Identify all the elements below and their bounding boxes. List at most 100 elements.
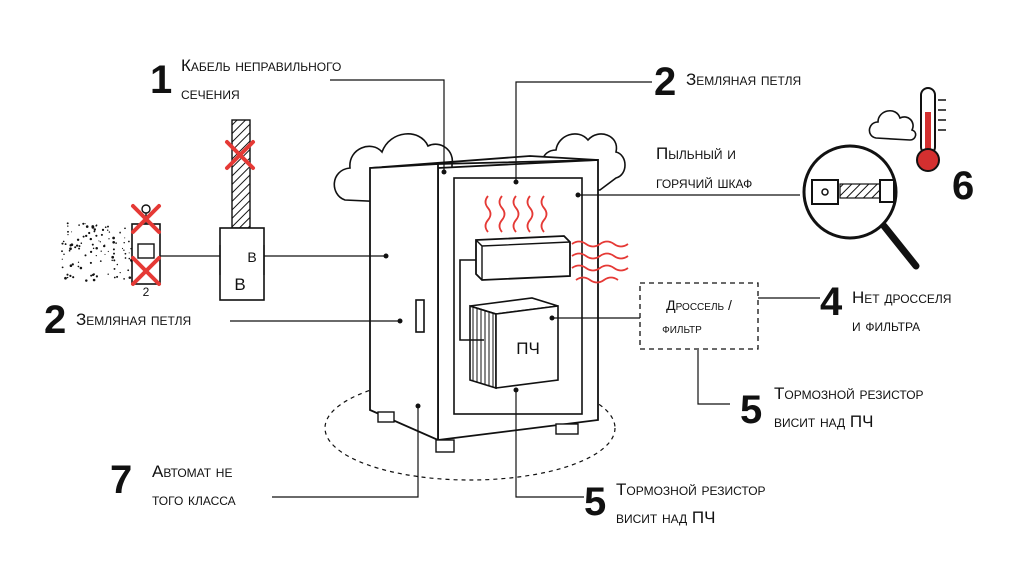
dust-dots xyxy=(61,222,133,282)
dust-dot xyxy=(123,241,125,244)
dust-dot xyxy=(127,269,130,272)
dust-dot xyxy=(78,247,81,250)
dust-dot xyxy=(112,248,115,251)
callout-5-right-number: 5 xyxy=(740,388,763,432)
dust-dot xyxy=(61,250,63,253)
leader-lines xyxy=(230,79,820,498)
dust-dot xyxy=(91,225,95,228)
dust-dot xyxy=(116,263,119,266)
frequency-converter xyxy=(469,297,559,390)
dust-dot xyxy=(76,238,80,242)
breaker-letter-upper: B xyxy=(247,249,256,265)
dust-dot xyxy=(93,228,97,231)
dust-dot xyxy=(108,238,110,240)
dust-dot xyxy=(88,231,91,235)
dust-dot xyxy=(111,255,115,259)
dust-dot xyxy=(68,249,71,252)
device-label: ПЧ xyxy=(516,339,540,358)
dust-dot xyxy=(80,242,83,244)
braking-resistor xyxy=(475,235,571,281)
breaker-letter-lower: B xyxy=(234,275,245,294)
dust-dot xyxy=(82,235,85,238)
callout-5-bottom-number: 5 xyxy=(584,480,607,524)
dust-dot xyxy=(91,273,95,277)
dust-dot xyxy=(113,276,116,279)
cabinet-door xyxy=(369,163,439,442)
cross-icon xyxy=(225,140,255,170)
cabinet-foot xyxy=(555,423,579,435)
callout-2-top-line1: Земляная петля xyxy=(686,70,802,89)
dust-dot xyxy=(63,253,65,255)
dust-dot xyxy=(121,247,124,250)
callout-5-right-line2: висит над ПЧ xyxy=(774,412,874,431)
dust-dot xyxy=(90,274,93,277)
connection-lines xyxy=(160,245,386,275)
callout-1-line2: сечения xyxy=(181,84,240,103)
power-cable xyxy=(231,119,251,229)
heat-waves-side xyxy=(571,240,629,284)
cabinet-foot xyxy=(377,411,395,423)
dusty-line1: Пыльный и xyxy=(656,144,736,163)
dust-dot xyxy=(104,244,106,246)
dust-dot xyxy=(71,231,73,233)
callout-4-number: 4 xyxy=(820,280,843,324)
thermometer-icon xyxy=(916,87,946,172)
callout-4-line2: и фильтра xyxy=(852,316,921,335)
dust-dot xyxy=(64,243,67,246)
dust-dot xyxy=(84,223,86,225)
dust-dot xyxy=(123,249,125,251)
dust-dot xyxy=(69,264,73,267)
dust-dot xyxy=(67,233,69,236)
callout-6-number: 6 xyxy=(952,164,975,208)
dust-dot xyxy=(70,243,74,247)
dust-dot xyxy=(101,228,105,232)
dusty-line2: горячий шкаф xyxy=(656,173,753,192)
dust-dot xyxy=(84,254,87,257)
cabinet-foot xyxy=(435,439,455,453)
callout-5-right-line1: Тормозной резистор xyxy=(774,384,924,403)
dust-dot xyxy=(95,255,97,257)
callout-2-top-number: 2 xyxy=(654,60,677,104)
dust-dot xyxy=(72,276,75,279)
dust-dot xyxy=(82,222,85,225)
cross-icon xyxy=(131,256,161,286)
cross-icon xyxy=(131,204,161,234)
dust-dot xyxy=(107,225,109,228)
switch-number: 2 xyxy=(143,285,150,299)
callout-1-number: 1 xyxy=(150,58,173,102)
dust-dot xyxy=(78,224,80,226)
dust-dot xyxy=(119,271,121,274)
filter-box-line2: фильтр xyxy=(662,320,702,336)
callout-2-left-line1: Земляная петля xyxy=(76,310,192,329)
dust-dot xyxy=(113,252,115,255)
dust-dot xyxy=(100,233,103,236)
dust-dot xyxy=(66,273,69,276)
callout-7-line1: Автомат не xyxy=(152,462,233,481)
dust-dot xyxy=(77,244,79,246)
dust-dot xyxy=(128,276,132,279)
dust-dot xyxy=(107,250,109,253)
dust-dot xyxy=(116,275,119,278)
dust-dot xyxy=(119,231,121,234)
dust-dot xyxy=(91,243,94,246)
dust-dot xyxy=(95,234,98,237)
filter-box xyxy=(639,282,759,350)
dust-dot xyxy=(100,250,102,252)
dust-dot xyxy=(89,250,93,254)
dust-dot xyxy=(115,242,117,244)
dust-dot xyxy=(64,276,67,280)
heat-waves-top xyxy=(484,195,548,233)
dust-dot xyxy=(112,236,115,240)
dust-dot xyxy=(61,266,64,269)
callout-1-line1: Кабель неправильного xyxy=(181,56,342,75)
small-cloud-icon xyxy=(868,110,917,141)
dust-dot xyxy=(124,257,127,259)
dust-dot xyxy=(113,259,116,262)
callout-5-bottom-line2: висит над ПЧ xyxy=(616,508,716,527)
dust-dot xyxy=(98,240,100,242)
dust-dot xyxy=(95,247,98,250)
dust-dot xyxy=(71,263,74,266)
dust-dot xyxy=(85,225,89,228)
dust-dot xyxy=(62,240,65,243)
